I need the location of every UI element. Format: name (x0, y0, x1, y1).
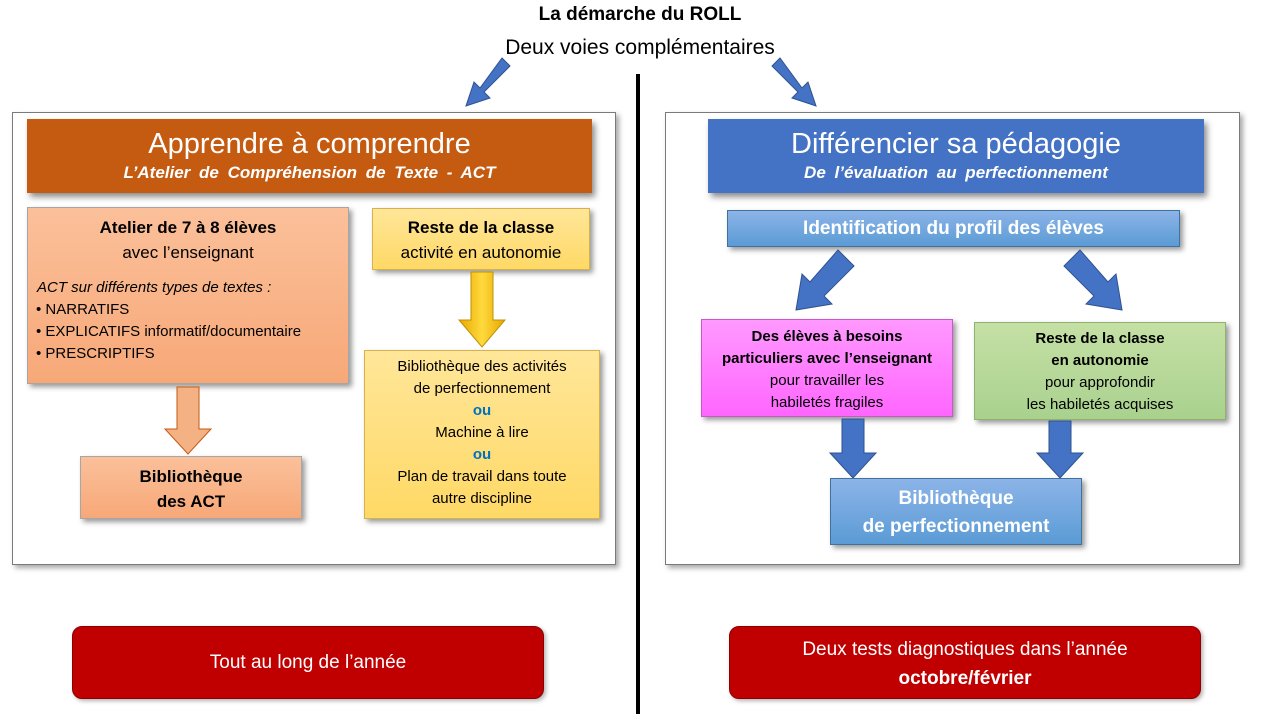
bibliotheque-perf-line1: Bibliothèque (898, 488, 1014, 509)
right-header-subtitle: De l’évaluation au perfectionnement (804, 163, 1108, 182)
arrow-down-right-icon (771, 57, 817, 107)
right-header: Différencier sa pédagogie De l’évaluatio… (708, 119, 1204, 193)
footer-left-banner: Tout au long de l’année (72, 626, 544, 699)
page-subtitle: Deux voies complémentaires (505, 36, 775, 59)
identification-label: Identification du profil des élèves (803, 218, 1104, 239)
activites-line2: de perfectionnement (413, 380, 551, 397)
besoins-line2: particuliers avec l’enseignant (721, 350, 933, 367)
besoins-line3: pour travailler les (769, 372, 885, 389)
arrow-down-icon (1035, 420, 1085, 479)
arrow-down-right-icon (1063, 249, 1123, 311)
atelier-line2: avec l’enseignant (122, 243, 254, 262)
atelier-item-prescriptifs: • PRESCRIPTIFS (36, 345, 155, 362)
atelier-item-explicatifs: • EXPLICATIFS informatif/documentaire (36, 323, 302, 340)
activites-line3: Machine à lire (435, 424, 529, 441)
atelier-box: Atelier de 7 à 8 élèves avec l’enseignan… (27, 207, 349, 384)
reste-autonomie-box: Reste de la classe en autonomie pour app… (974, 322, 1226, 420)
bibliotheque-act-box: Bibliothèque des ACT (80, 456, 302, 519)
reste-classe-box: Reste de la classe activité en autonomie (372, 208, 590, 270)
arrow-down-icon (828, 418, 878, 479)
left-header-title: Apprendre à comprendre (148, 128, 471, 160)
activites-line5: autre discipline (431, 490, 533, 507)
arrow-down-icon (163, 386, 213, 455)
bibliotheque-perf-line2: de perfectionnement (862, 516, 1050, 537)
reste-autonomie-line2: en autonomie (1051, 352, 1149, 369)
page-title: La démarche du ROLL (538, 4, 742, 25)
right-header-title: Différencier sa pédagogie (791, 128, 1121, 160)
bibliotheque-perfectionnement-box: Bibliothèque de perfectionnement (830, 478, 1082, 545)
arrow-down-icon (457, 271, 507, 348)
activites-box: Bibliothèque des activités de perfection… (364, 350, 600, 519)
reste-classe-line1: Reste de la classe (407, 218, 555, 237)
atelier-item-narratifs: • NARRATIFS (36, 301, 130, 318)
reste-autonomie-line1: Reste de la classe (1035, 330, 1165, 347)
atelier-intro: ACT sur différents types de textes : (37, 279, 272, 296)
reste-autonomie-line4: les habiletés acquises (1026, 396, 1174, 413)
reste-autonomie-line3: pour approfondir (1044, 374, 1156, 391)
activites-line4: Plan de travail dans toute (397, 468, 567, 485)
besoins-line1: Des élèves à besoins (751, 328, 903, 345)
footer-right-banner: Deux tests diagnostiques dans l’année oc… (729, 626, 1201, 699)
bibliotheque-act-line1: Bibliothèque (139, 467, 243, 486)
left-header-subtitle: L’Atelier de Compréhension de Texte - AC… (123, 163, 496, 182)
identification-box: Identification du profil des élèves (727, 210, 1180, 247)
activites-line1: Bibliothèque des activités (397, 358, 567, 375)
left-header: Apprendre à comprendre L’Atelier de Comp… (27, 119, 592, 193)
footer-right-line2: octobre/février (898, 668, 1032, 689)
besoins-box: Des élèves à besoins particuliers avec l… (701, 319, 953, 417)
bibliotheque-act-line2: des ACT (156, 492, 226, 511)
atelier-line1: Atelier de 7 à 8 élèves (99, 218, 277, 237)
arrow-down-left-icon (795, 249, 855, 311)
besoins-line4: habiletés fragiles (770, 394, 884, 411)
footer-left-text: Tout au long de l’année (209, 652, 407, 673)
activites-ou-1: ou (472, 402, 492, 419)
reste-classe-line2: activité en autonomie (400, 243, 562, 262)
activites-ou-2: ou (472, 446, 492, 463)
footer-right-line1: Deux tests diagnostiques dans l’année (802, 639, 1128, 660)
center-divider (636, 74, 640, 714)
arrow-down-left-icon (465, 57, 511, 107)
